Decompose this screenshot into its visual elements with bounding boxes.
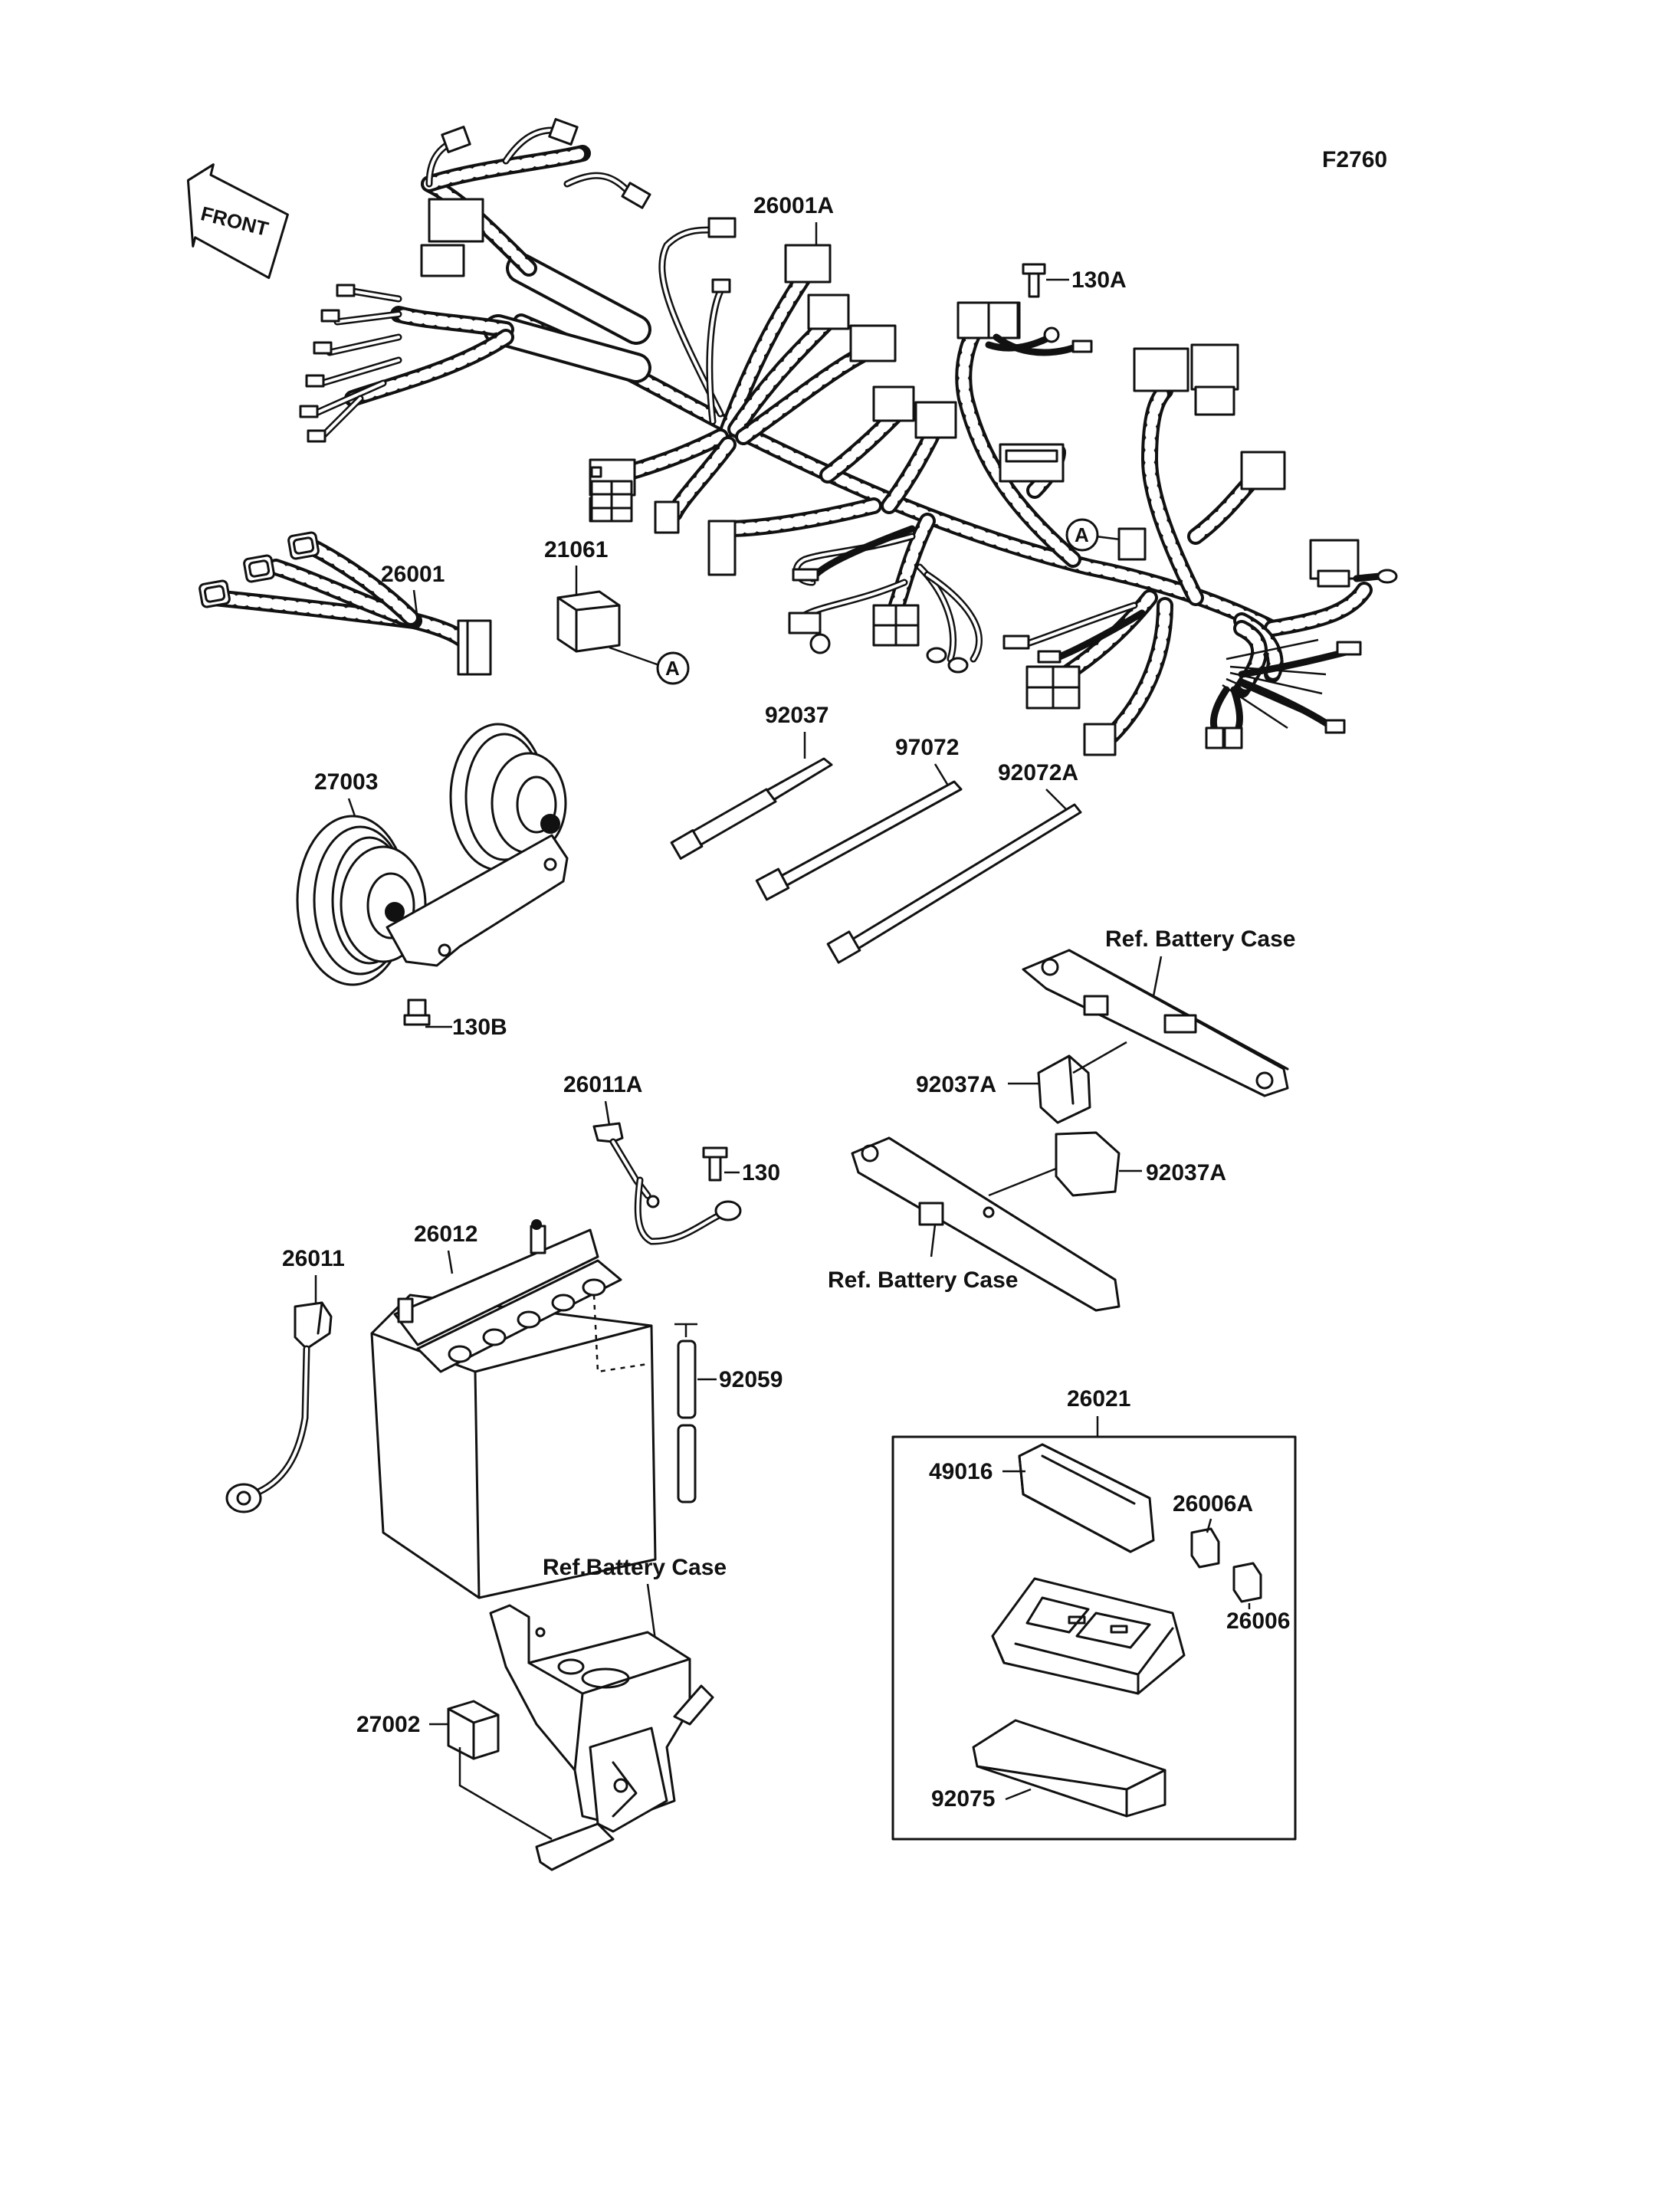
label-130a: 130A	[1071, 267, 1127, 293]
label-97072: 97072	[895, 735, 959, 760]
label-ref-battery-case-mid: Ref. Battery Case	[828, 1267, 1018, 1293]
cable-26011a: 26011A 130	[563, 1072, 780, 1245]
label-92037a-left: 92037A	[916, 1072, 996, 1097]
band-97072: 97072	[755, 735, 963, 901]
main-wiring-harness: A	[299, 118, 1398, 756]
label-92075: 92075	[931, 1786, 995, 1812]
label-92059: 92059	[719, 1367, 783, 1392]
label-ref-battery-case-top: Ref. Battery Case	[1105, 926, 1295, 952]
label-26001: 26001	[381, 562, 445, 587]
label-26001a: 26001A	[753, 193, 834, 218]
bolt-130a: 130A	[1022, 263, 1127, 298]
label-26006: 26006	[1226, 1608, 1290, 1634]
label-21061: 21061	[544, 537, 608, 562]
part-27002: 27002	[356, 1700, 553, 1841]
label-92037: 92037	[765, 703, 829, 728]
label-92072a: 92072A	[998, 760, 1078, 785]
relay-21061: 21061 A	[544, 537, 690, 685]
callout-a-harness: A	[1075, 523, 1089, 546]
tube-92059: 92059	[674, 1323, 783, 1503]
junction-box-26021: 26021 49016 26006A 26006 92075	[891, 1386, 1297, 1841]
battery-case-ref-mid: 92037A Ref. Battery Case	[828, 1131, 1226, 1312]
label-26011: 26011	[282, 1246, 345, 1271]
label-26006a: 26006A	[1173, 1491, 1253, 1517]
front-arrow: FRONT	[186, 163, 289, 280]
label-26021: 26021	[1067, 1386, 1130, 1412]
cable-26011: 26011	[225, 1246, 345, 1513]
label-26011a: 26011A	[563, 1072, 642, 1097]
label-49016: 49016	[929, 1459, 993, 1484]
label-130: 130	[742, 1160, 780, 1185]
battery-26012: 26012	[370, 1219, 657, 1599]
battery-case-ref-bottom: Ref.Battery Case	[489, 1555, 727, 1871]
band-92072a: 92072A	[826, 760, 1082, 964]
figure-code: F2760	[1322, 147, 1387, 172]
horn-27003: 27003 130B	[296, 723, 569, 1040]
label-27002: 27002	[356, 1712, 420, 1737]
battery-case-ref-top: Ref. Battery Case 92037A	[916, 926, 1295, 1124]
label-130b: 130B	[452, 1015, 507, 1040]
label-27003: 27003	[314, 769, 378, 795]
label-92037a-right: 92037A	[1146, 1160, 1226, 1185]
label-ref-battery-case-bottom: Ref.Battery Case	[543, 1555, 727, 1580]
band-92037: 92037	[670, 703, 833, 860]
callout-a-relay: A	[665, 657, 680, 680]
label-26012: 26012	[414, 1221, 477, 1247]
sub-harness-26001: 26001	[199, 531, 492, 676]
